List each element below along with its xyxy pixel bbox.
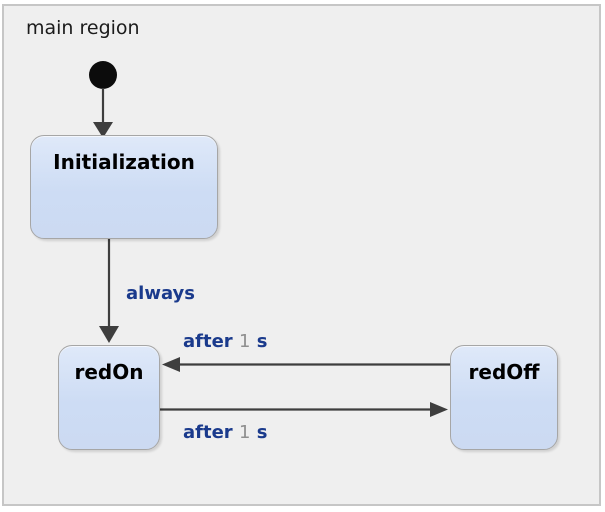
- state-redon[interactable]: redOn: [58, 345, 160, 450]
- state-initialization[interactable]: Initialization: [30, 135, 218, 239]
- region-label[interactable]: main region: [26, 17, 140, 39]
- arrowhead-down-icon: [99, 326, 119, 343]
- transition-redon-to-redoff[interactable]: [160, 402, 448, 417]
- arrowhead-right-icon: [430, 402, 448, 417]
- transition-label-after-redon-to-redoff[interactable]: after 1 s: [183, 422, 267, 443]
- label-keyword-after: after: [183, 422, 233, 443]
- transition-initialization-to-redon[interactable]: [99, 239, 119, 343]
- label-keyword-after: after: [183, 331, 233, 352]
- state-name-initialization: Initialization: [53, 150, 195, 174]
- label-unit-s: s: [256, 422, 268, 443]
- arrowhead-down-icon: [93, 122, 113, 138]
- label-unit-s: s: [256, 331, 268, 352]
- transition-label-after-redoff-to-redon[interactable]: after 1 s: [183, 331, 267, 352]
- transition-redoff-to-redon[interactable]: [162, 357, 450, 372]
- state-redoff[interactable]: redOff: [450, 345, 558, 450]
- transition-label-always[interactable]: always: [126, 283, 195, 304]
- initial-state-dot[interactable]: [89, 61, 117, 89]
- label-value-1: 1: [238, 331, 251, 352]
- arrowhead-left-icon: [162, 357, 180, 372]
- state-name-redoff: redOff: [468, 360, 540, 384]
- transition-initial-to-initialization[interactable]: [93, 88, 113, 138]
- state-name-redon: redOn: [74, 360, 144, 384]
- label-value-1: 1: [238, 422, 251, 443]
